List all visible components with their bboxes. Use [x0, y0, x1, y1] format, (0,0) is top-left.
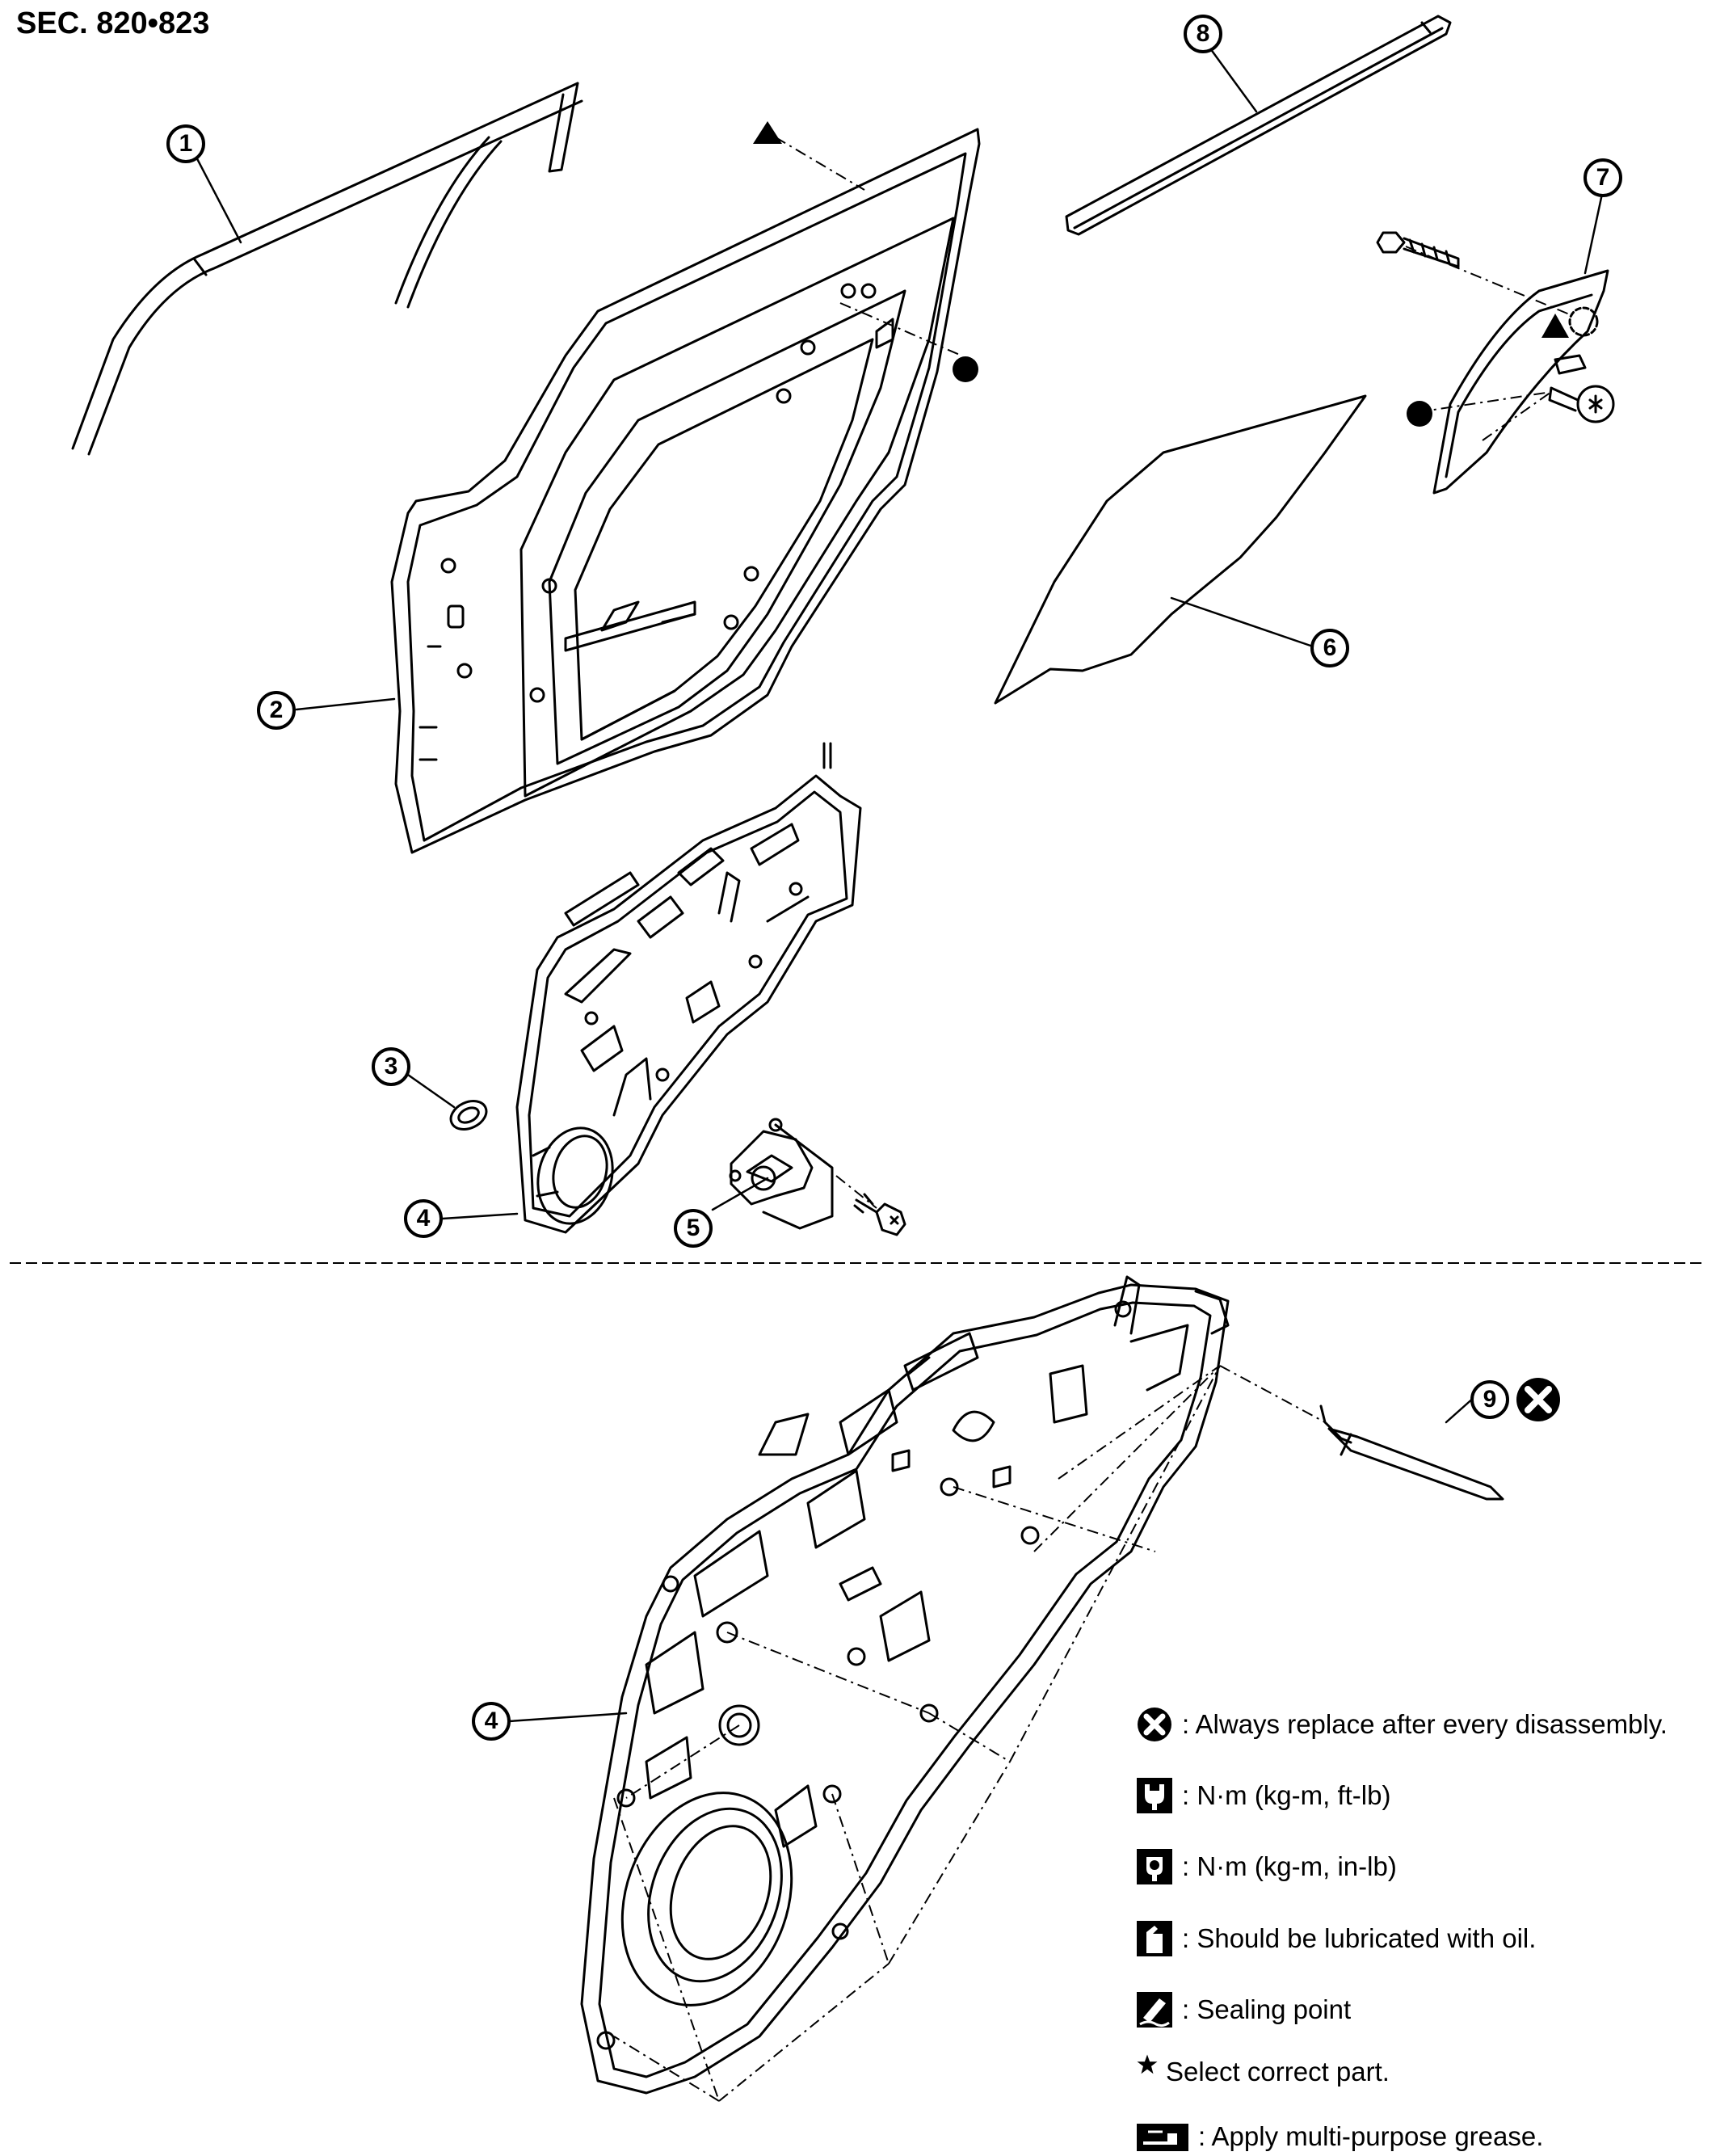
legend-text: : Apply multi-purpose grease. [1198, 2121, 1544, 2151]
door-glass-part [994, 394, 1367, 705]
legend-row-oil: : Should be lubricated with oil. [1135, 1919, 1536, 1958]
oil-can-icon [1135, 1919, 1174, 1958]
door-module-part-small [515, 742, 862, 1234]
sealing-point-icon [1135, 1990, 1174, 2029]
belt-molding-part [1065, 15, 1452, 236]
legend-row-grease: : Apply multi-purpose grease. [1135, 2117, 1543, 2156]
always-replace-icon [1135, 1705, 1174, 1744]
door-module-part-large [580, 1275, 1230, 2095]
callout-4: 4 [404, 1199, 443, 1238]
alignment-lines [613, 137, 1572, 2102]
legend-text: : Sealing point [1182, 1994, 1352, 2024]
torque-in-lb-icon [1135, 1847, 1174, 1886]
section-code: SEC. 820•823 [16, 6, 210, 40]
callout-6: 6 [1310, 629, 1349, 667]
callout-2: 2 [257, 691, 296, 730]
legend-row-sealing: : Sealing point [1135, 1990, 1351, 2029]
legend-text: Select correct part. [1166, 2057, 1390, 2087]
window-motor-part [729, 1118, 906, 1236]
grommet-part [449, 1100, 488, 1131]
torque-ft-lb-icon [1135, 1776, 1174, 1815]
callout-4-large: 4 [472, 1702, 511, 1741]
triangle-marker-icon [753, 121, 782, 144]
legend-text: : Always replace after every disassembly… [1182, 1709, 1668, 1739]
grease-icon [1135, 2117, 1190, 2156]
legend-row-always-replace: : Always replace after every disassembly… [1135, 1705, 1668, 1744]
legend-text: : Should be lubricated with oil. [1182, 1923, 1537, 1953]
dot-marker-icon [953, 356, 978, 382]
callout-5: 5 [674, 1209, 713, 1248]
partition-sash-part [1376, 231, 1615, 495]
callout-9: 9 [1470, 1380, 1509, 1419]
callout-1: 1 [166, 124, 205, 163]
callout-8: 8 [1184, 15, 1222, 53]
callout-7: 7 [1584, 158, 1622, 197]
rivet-part [1319, 1404, 1504, 1501]
legend-row-torque-in-lb: : N·m (kg-m, in-lb) [1135, 1847, 1397, 1886]
legend-text: : N·m (kg-m, ft-lb) [1182, 1780, 1391, 1810]
legend-row-select-part: Select correct part. [1135, 2053, 1390, 2091]
star-icon [1135, 2053, 1159, 2091]
dot-marker-icon [1407, 401, 1432, 427]
always-replace-icon [1516, 1378, 1560, 1421]
door-panel-part [390, 128, 981, 854]
legend-row-torque-ft-lb: : N·m (kg-m, ft-lb) [1135, 1776, 1390, 1815]
triangle-marker-icon [1541, 314, 1569, 338]
legend-text: : N·m (kg-m, in-lb) [1182, 1851, 1397, 1881]
callout-3: 3 [372, 1047, 410, 1086]
sash-molding-part [71, 82, 583, 456]
